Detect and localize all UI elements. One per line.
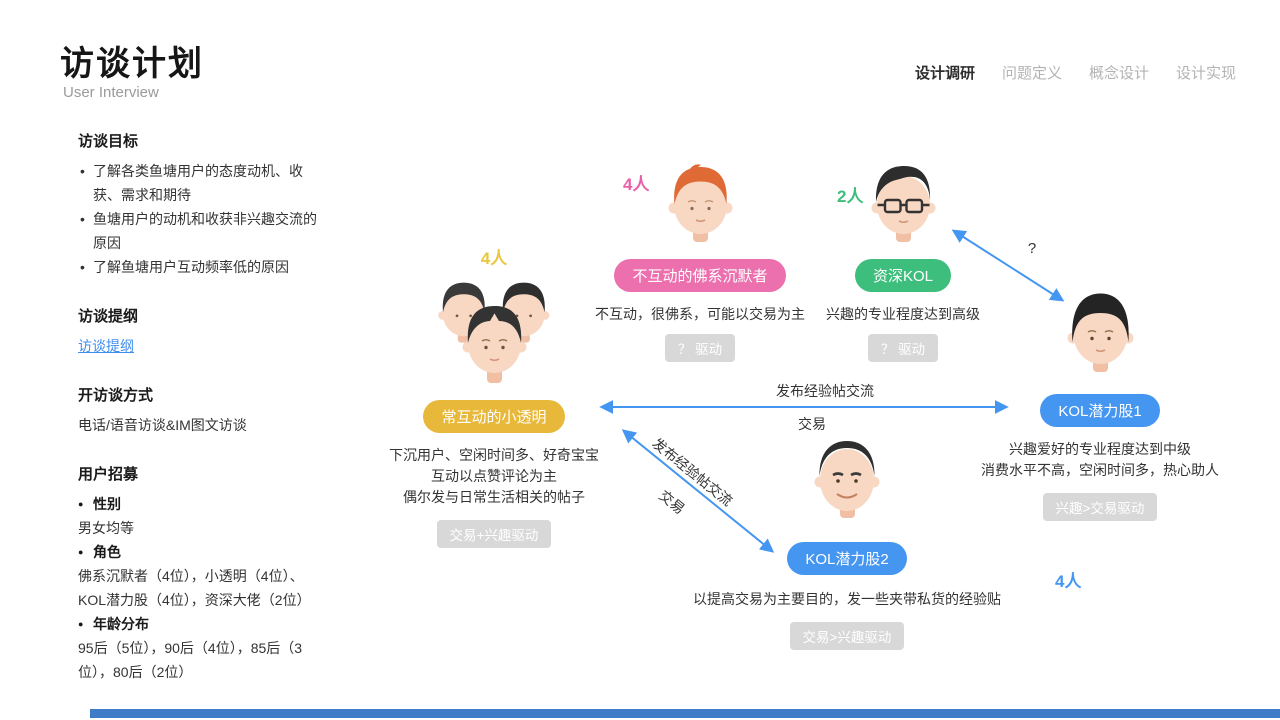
arrow-label-question: ? (1027, 240, 1037, 257)
nav-item-design-research[interactable]: 设计调研 (914, 65, 975, 82)
persona-description: 偶尔发与日常生活相关的帖子 (403, 489, 585, 505)
persona-count: 2人 (837, 187, 864, 206)
persona-name-pill: KOL潜力股2 (787, 542, 907, 575)
persona-count: 4人 (623, 175, 650, 194)
persona-name-pill: KOL潜力股1 (1040, 394, 1160, 427)
persona-name-pill: 资深KOL (854, 259, 951, 292)
kol-potential-1-avatar-icon (1067, 293, 1134, 372)
lurker-group-avatar-icon (438, 282, 550, 383)
silent-believer-avatar-icon (668, 164, 733, 242)
persona-name-pill: 不互动的佛系沉默者 (614, 259, 786, 292)
section-heading: 开访谈方式 (78, 387, 154, 404)
footer-accent-bar (90, 709, 1280, 718)
driver-badge: 兴趣>交易驱动 (1042, 493, 1158, 521)
goal-item: 了解鱼塘用户互动频率低的原因 (78, 255, 328, 279)
recruit-text-role: 佛系沉默者（4位），小透明（4位）、KOL潜力股（4位），资深大佬（2位） (78, 568, 311, 608)
nav-item-problem-definition[interactable]: 问题定义 (1001, 65, 1062, 82)
persona-lurker-group: 4人 (384, 244, 604, 548)
section-interview-outline: 访谈提纲 访谈提纲 (78, 305, 328, 358)
persona-description: 不互动，很佛系，可能以交易为主 (595, 306, 805, 322)
persona-description: 互动以点赞评论为主 (431, 468, 557, 484)
persona-senior-kol: 2人 资深KOL 兴趣的专业程度达到高级 ？ 驱动 (795, 160, 1011, 362)
recruit-text-gender: 男女均等 (78, 520, 134, 536)
arrow-label-trade-h: 交易 (798, 416, 826, 432)
top-nav: 设计调研 问题定义 概念设计 设计实现 (915, 62, 1236, 83)
driver-badge: 交易+兴趣驱动 (436, 520, 552, 548)
persona-description: 兴趣的专业程度达到高级 (826, 306, 980, 322)
goal-item: 鱼塘用户的动机和收获非兴趣交流的原因 (78, 207, 328, 255)
section-interview-method: 开访谈方式 电话/语音访谈&IM图文访谈 (78, 384, 328, 437)
driver-badge: ？ 驱动 (867, 334, 939, 362)
driver-badge: 交易>兴趣驱动 (789, 622, 905, 650)
section-heading: 访谈目标 (78, 133, 139, 150)
recruit-label-gender: 性别 (78, 492, 328, 516)
persona-kol-potential-2: KOL潜力股2 以提高交易为主要目的，发一些夹带私货的经验贴 交易>兴趣驱动 (677, 432, 1017, 650)
persona-count: 4人 (480, 249, 508, 268)
persona-count-kol2: 4人 (1055, 572, 1082, 591)
recruit-label-age: 年龄分布 (78, 612, 328, 636)
persona-description: 兴趣爱好的专业程度达到中级 (1009, 441, 1191, 457)
page-subtitle: User Interview (63, 84, 159, 101)
recruit-text-age: 95后（5位），90后（4位），85后（3位），80后（2位） (78, 640, 303, 680)
nav-item-design-implementation[interactable]: 设计实现 (1175, 65, 1236, 82)
persona-description: 以提高交易为主要目的，发一些夹带私货的经验贴 (693, 591, 1001, 607)
persona-name-pill: 常互动的小透明 (423, 400, 565, 433)
persona-description: 消费水平不高，空闲时间多，热心助人 (981, 462, 1219, 478)
persona-description: 下沉用户、空闲时间多、好奇宝宝 (389, 447, 599, 463)
sidebar: 访谈目标 了解各类鱼塘用户的态度动机、收获、需求和期待 鱼塘用户的动机和收获非兴… (78, 130, 328, 710)
nav-item-concept-design[interactable]: 概念设计 (1088, 65, 1149, 82)
section-heading: 用户招募 (78, 466, 139, 483)
section-interview-goals: 访谈目标 了解各类鱼塘用户的态度动机、收获、需求和期待 鱼塘用户的动机和收获非兴… (78, 130, 328, 279)
arrow-label-post-exchange-h: 发布经验帖交流 (776, 383, 874, 399)
section-user-recruiting: 用户招募 性别 男女均等 角色 佛系沉默者（4位），小透明（4位）、KOL潜力股… (78, 463, 328, 684)
persona-kol-potential-1: KOL潜力股1 兴趣爱好的专业程度达到中级 消费水平不高，空闲时间多，热心助人 … (978, 288, 1222, 521)
method-text: 电话/语音访谈&IM图文访谈 (78, 417, 247, 433)
section-heading: 访谈提纲 (78, 308, 139, 325)
kol-potential-2-avatar-icon (814, 441, 880, 518)
interview-outline-link[interactable]: 访谈提纲 (78, 338, 134, 354)
recruit-label-role: 角色 (78, 540, 328, 564)
goal-item: 了解各类鱼塘用户的态度动机、收获、需求和期待 (78, 159, 328, 207)
persona-silent-believer: 4人 不互动的佛系沉默者 不互动，很佛系，可能以交易为主 ？ 驱动 (590, 160, 810, 362)
senior-kol-avatar-icon (871, 166, 936, 242)
page-title: 访谈计划 (60, 45, 204, 83)
driver-badge: ？ 驱动 (664, 334, 736, 362)
